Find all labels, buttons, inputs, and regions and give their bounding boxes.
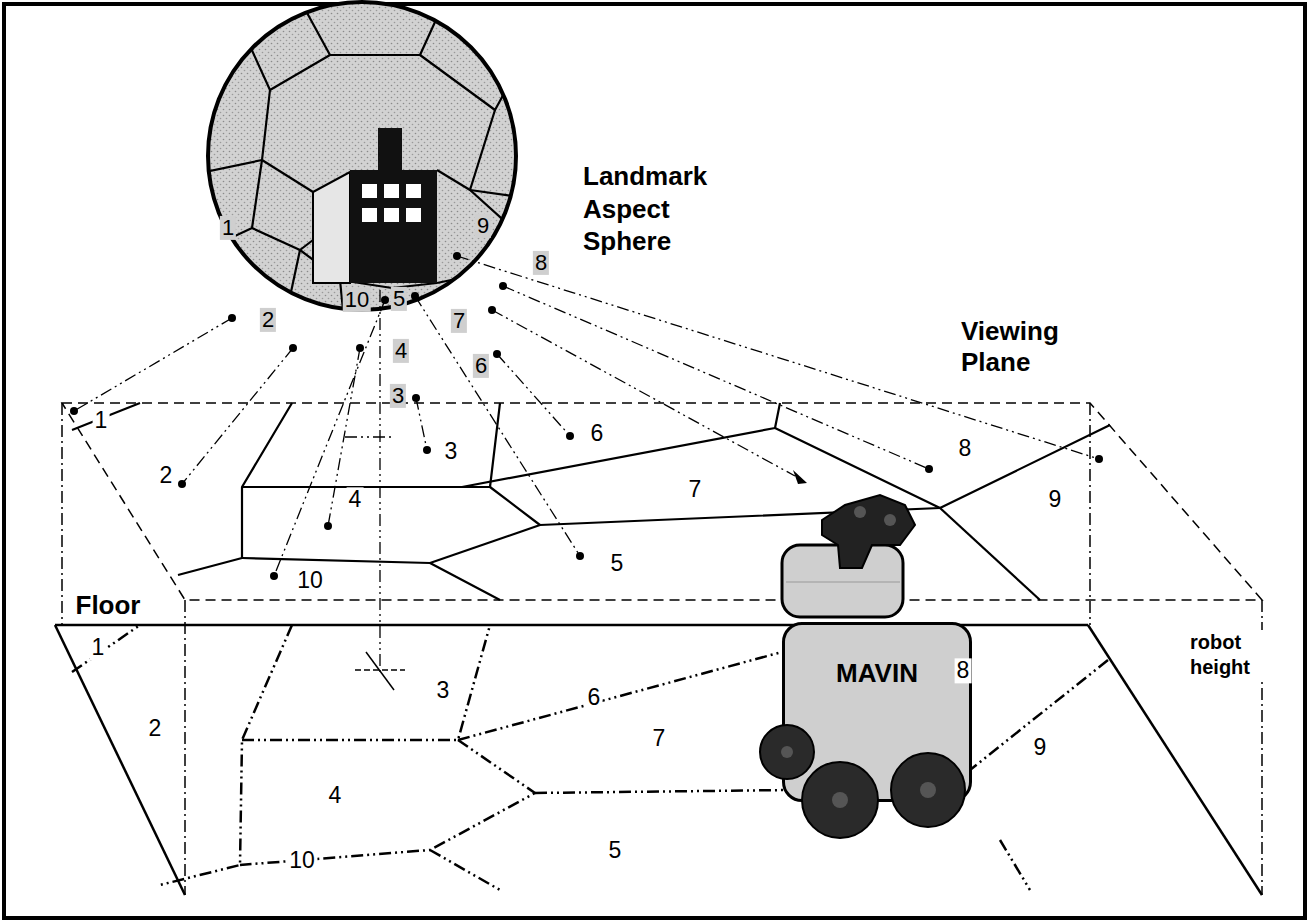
- floor-outline: [55, 625, 1262, 895]
- callout-number: 7: [687, 477, 704, 502]
- callout-number: 8: [957, 436, 974, 461]
- callout-number: 7: [451, 309, 467, 333]
- frame: [4, 4, 1305, 918]
- plane-regions: [72, 403, 1110, 600]
- robot-body: MAVIN: [782, 622, 972, 802]
- plane-heading: Viewing Plane: [961, 316, 1111, 378]
- callout-number: 3: [390, 384, 406, 408]
- callout-number: 2: [260, 308, 276, 332]
- projection-lines: [74, 256, 1099, 672]
- callout-number: 6: [589, 421, 606, 446]
- callout-number: 6: [473, 354, 489, 378]
- arrowhead: [793, 470, 807, 484]
- callout-number: 5: [391, 287, 407, 311]
- callout-number: 5: [607, 838, 624, 863]
- aspect-sphere-node: Landmark Aspect Sphere: [205, 0, 745, 312]
- callout-number: 1: [93, 408, 110, 433]
- callout-number: 6: [586, 685, 603, 710]
- plane-verticals: [62, 403, 1262, 895]
- callout-number: 8: [955, 658, 972, 683]
- callout-number: 9: [1032, 735, 1049, 760]
- sphere-heading: Landmark Aspect Sphere: [583, 160, 741, 258]
- callout-number: 3: [443, 439, 460, 464]
- floor-heading: Floor: [73, 590, 144, 621]
- callout-number: 9: [1047, 487, 1064, 512]
- callout-number: 1: [220, 216, 236, 240]
- height-label: robot height: [1190, 630, 1270, 680]
- robot-head: [782, 495, 915, 617]
- callout-number: 1: [90, 635, 107, 660]
- aspect-sphere: [205, 0, 545, 380]
- callout-number: 2: [147, 716, 164, 741]
- callout-number: 2: [158, 463, 175, 488]
- callout-number: 10: [343, 288, 371, 312]
- callout-number: 7: [651, 726, 668, 751]
- callout-number: 5: [609, 551, 626, 576]
- callout-number: 10: [287, 848, 317, 873]
- callout-number: 3: [435, 678, 452, 703]
- callout-number: 8: [533, 251, 549, 275]
- crosshair: [355, 652, 405, 690]
- viewing-plane: [62, 403, 1262, 600]
- projection-dots: [70, 252, 1103, 580]
- callout-number: 10: [295, 568, 325, 593]
- robot-name: MAVIN: [785, 657, 969, 690]
- callout-number: 4: [347, 487, 364, 512]
- callout-number: 4: [393, 339, 409, 363]
- callout-number: 4: [327, 783, 344, 808]
- callout-number: 9: [475, 214, 491, 238]
